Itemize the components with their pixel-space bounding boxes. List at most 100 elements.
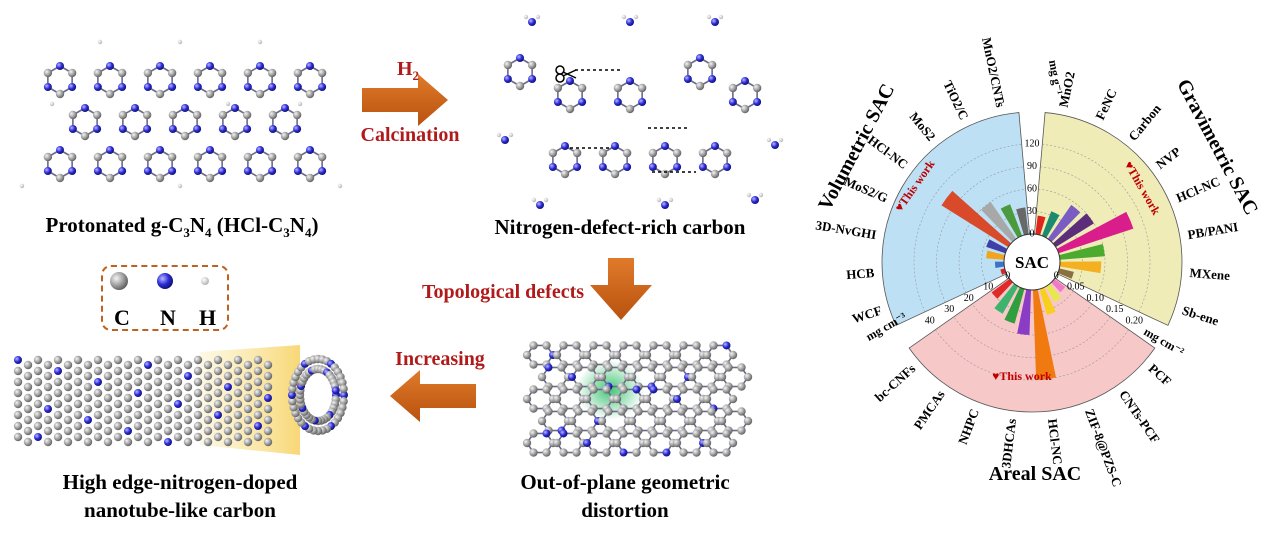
- carbon-atom: [634, 363, 643, 372]
- vol-tick: 20: [964, 293, 974, 304]
- carbon-atom: [613, 83, 623, 93]
- carbon-atom: [63, 360, 73, 370]
- carbon-atom: [173, 377, 183, 387]
- carbon-atom: [253, 399, 263, 409]
- nitrogen-atom: [340, 391, 348, 399]
- nitrogen-atom: [164, 438, 172, 446]
- carbon-atom: [113, 366, 123, 376]
- carbon-atom: [203, 404, 213, 414]
- nitrogen-atom-icon: [157, 273, 173, 289]
- carbon-atom: [193, 432, 203, 442]
- hydrogen-atom: [508, 132, 514, 138]
- areal-label: NHPC: [955, 407, 982, 447]
- carbon-atom: [55, 89, 65, 99]
- nitrogen-atom: [711, 142, 719, 150]
- carbon-atom: [93, 355, 103, 365]
- nitrogen-atom: [193, 83, 202, 91]
- carbon-atom: [617, 363, 626, 372]
- carbon-atom: [43, 415, 53, 425]
- nitrogen-atom: [243, 167, 252, 175]
- vol-tick: 0: [1005, 270, 1010, 281]
- nitrogen-atom: [181, 104, 189, 112]
- carbon-atom: [339, 384, 348, 393]
- nitrogen-atom: [156, 62, 164, 70]
- carbon-atom: [728, 438, 738, 448]
- carbon-atom: [683, 60, 693, 70]
- nitrogen-atom: [331, 386, 340, 395]
- carbon-atom: [33, 399, 43, 409]
- carbon-atom: [13, 377, 23, 387]
- carbon-atom: [243, 404, 253, 414]
- carbon-atom: [707, 60, 717, 70]
- carbon-atom: [130, 131, 140, 141]
- carbon-atom: [73, 399, 83, 409]
- carbon-atom: [153, 355, 163, 365]
- left-arrow-increasing: [390, 370, 476, 422]
- carbon-atom: [143, 371, 153, 381]
- carbon-atom: [43, 393, 53, 403]
- nitrogen-atom: [206, 146, 214, 154]
- carbon-atom: [80, 131, 90, 141]
- carbon-atom: [522, 350, 532, 360]
- nitrogen-atom: [751, 196, 759, 204]
- carbon-atom: [724, 363, 733, 372]
- carbon-atom: [63, 437, 73, 447]
- nitrogen-atom: [143, 125, 152, 133]
- vol-bar: [995, 261, 1005, 268]
- down-arrow-topological: [590, 258, 652, 320]
- areal-label: bc-CNFs: [872, 361, 919, 405]
- nitrogen-atom: [536, 201, 544, 209]
- caption-distortion-1: Out-of-plane geometric: [520, 470, 730, 494]
- nitrogen-atom: [93, 167, 102, 175]
- carbon-atom: [63, 371, 73, 381]
- carbon-atom: [702, 438, 712, 448]
- carbon-atom: [560, 169, 570, 179]
- carbon-atom: [642, 350, 652, 360]
- carbon-atom: [93, 366, 103, 376]
- carbon-atom: [717, 416, 727, 426]
- nitrogen-atom: [501, 136, 509, 144]
- nitrogen-atom: [174, 400, 182, 408]
- nitrogen-atom: [206, 62, 214, 70]
- carbon-atom: [637, 83, 647, 93]
- carbon-atom: [233, 432, 243, 442]
- carbon-atom: [677, 363, 686, 372]
- nitrogen-atom: [568, 373, 576, 381]
- nitrogen-atom: [43, 167, 52, 175]
- carbon-atom: [559, 385, 568, 394]
- grid-arc: [990, 290, 1074, 313]
- carbon-atom: [515, 81, 525, 91]
- grav-bar: [1041, 211, 1060, 238]
- carbon-atom: [53, 399, 63, 409]
- carbon-atom: [243, 360, 253, 370]
- nitrogen-atom: [231, 104, 239, 112]
- carbon-atom: [143, 404, 153, 414]
- carbon-atom: [253, 410, 263, 420]
- areal-label: CNTs-PCF: [1116, 387, 1163, 446]
- hydrogen-atom: [535, 14, 541, 20]
- areal-bar: [1051, 278, 1066, 293]
- carbon-atom: [203, 426, 213, 436]
- grav-label: FeNC: [1092, 86, 1120, 122]
- carbon-atom: [73, 366, 83, 376]
- carbon-atom: [113, 410, 123, 420]
- carbon-atom: [657, 372, 667, 382]
- nitrogen-atom: [553, 98, 562, 106]
- nitrogen-atom: [662, 448, 671, 457]
- hydrogen-atom: [225, 101, 231, 107]
- carbon-atom: [529, 360, 538, 369]
- carbon-atom: [263, 415, 273, 425]
- carbon-atom: [617, 407, 626, 416]
- carbon-atom: [572, 385, 581, 394]
- carbon-atom: [113, 388, 123, 398]
- carbon-atom: [143, 437, 153, 447]
- carbon-atom: [263, 371, 273, 381]
- nitrogen-atom: [68, 167, 77, 175]
- hydrogen-atom: [496, 132, 502, 138]
- carbon-atom: [589, 385, 598, 394]
- nitrogen-atom: [318, 167, 327, 175]
- carbon-atom: [113, 399, 123, 409]
- areal-bar: [1017, 289, 1032, 335]
- carbon-atom: [529, 404, 538, 413]
- carbon-atom: [73, 377, 83, 387]
